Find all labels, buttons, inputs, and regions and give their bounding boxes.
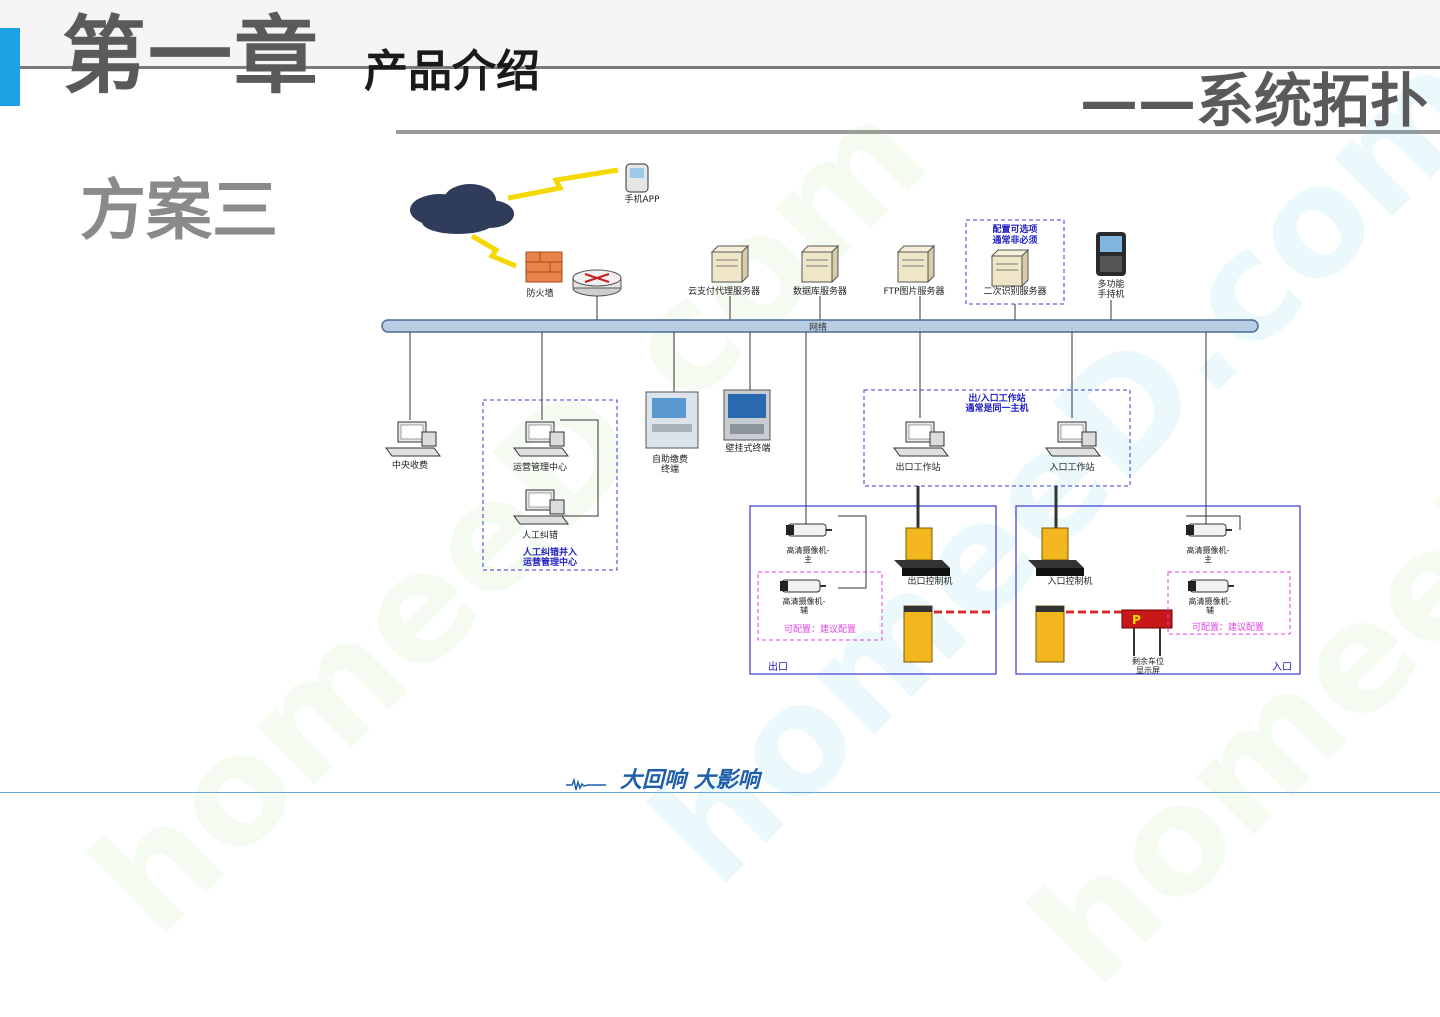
entry-station-label: 入口工作站 — [1049, 461, 1094, 473]
computer-icon — [513, 421, 569, 457]
exit-controller-label: 出口控制机 — [907, 575, 952, 587]
entry-camera-aux-label: 高清摄像机- — [1189, 596, 1232, 606]
firewall-label: 防火墙 — [526, 287, 553, 299]
firewall-icon — [525, 251, 563, 283]
ops-center-label: 运营管理中心 — [513, 461, 567, 473]
chapter-subtitle: 产品介绍 — [364, 46, 540, 97]
wall-terminal-label: 壁挂式终端 — [725, 442, 770, 454]
wall-terminal-icon — [723, 389, 771, 441]
kiosk-label: 自助缴费 — [652, 453, 688, 465]
header-accent-bar — [0, 28, 20, 106]
network-label: 网络 — [809, 321, 827, 333]
computer-icon — [385, 421, 441, 457]
controller-icon — [1028, 560, 1084, 576]
secondary-server-label: 二次识别服务器 — [983, 285, 1046, 297]
ticket-dispenser-icon — [905, 527, 933, 561]
footer-slogan: 大回响 大影响 — [620, 768, 760, 793]
station-group-title: 出/入口工作站 — [968, 392, 1025, 404]
camera-icon — [1187, 579, 1235, 593]
station-group-title: 通常是同一主机 — [965, 402, 1028, 414]
entry-camera-main-label: 高清摄像机- — [1187, 545, 1230, 555]
wireless-link — [470, 233, 517, 269]
entry-camera-aux-label: 辅 — [1206, 605, 1214, 615]
chapter-title: 第一章 — [62, 7, 321, 105]
section-rule — [396, 130, 1440, 134]
computer-icon — [1045, 421, 1101, 457]
handheld-label: 多功能 — [1097, 278, 1124, 290]
mobile-app-label: 手机APP — [624, 193, 660, 205]
footer-rule — [0, 792, 1440, 793]
entry-optional-label: 可配置：建议配置 — [1192, 621, 1264, 633]
exit-optional-box — [757, 571, 883, 641]
server-icon — [801, 245, 839, 283]
server-icon — [991, 249, 1029, 287]
optional-box-title: 配置可选项 — [992, 223, 1037, 235]
kiosk-icon — [645, 391, 699, 449]
scheme-title: 方案三 — [80, 172, 278, 249]
topology-diagram: 手机APP 防火墙 云支付代理服务器 数据库服务器 FTP图片服务器 配置可选项… — [381, 163, 1301, 675]
network-bus — [381, 319, 1259, 333]
header-rule — [20, 66, 1440, 69]
central-pc-label: 中央收费 — [392, 459, 428, 471]
exit-area-label: 出口 — [768, 660, 788, 673]
db-server-label: 数据库服务器 — [793, 285, 847, 297]
handheld-label: 手持机 — [1097, 288, 1124, 300]
exit-station-label: 出口工作站 — [895, 461, 940, 473]
wireless-link — [507, 167, 619, 201]
exit-camera-aux-label: 高清摄像机- — [783, 596, 826, 606]
ops-group-title: 人工纠错并入 — [522, 546, 577, 558]
ops-group-title: 运营管理中心 — [523, 556, 577, 568]
exit-lane-box — [749, 505, 997, 675]
camera-icon — [785, 523, 833, 537]
kiosk-label: 终端 — [661, 463, 679, 475]
router-icon — [572, 269, 622, 297]
server-icon — [711, 245, 749, 283]
ftp-server-label: FTP图片服务器 — [884, 285, 945, 297]
exit-camera-main-label: 主 — [804, 554, 812, 564]
entry-area-label: 入口 — [1272, 662, 1292, 673]
camera-icon — [779, 579, 827, 593]
section-title: ——系统拓扑 — [1079, 67, 1428, 135]
ops-group-box — [482, 399, 618, 571]
manual-correction-label: 人工纠错 — [522, 529, 558, 541]
entry-controller-label: 入口控制机 — [1047, 575, 1092, 587]
payment-server-label: 云支付代理服务器 — [688, 285, 760, 297]
entry-lane-box — [1015, 505, 1301, 675]
ticket-dispenser-icon — [1041, 527, 1069, 561]
station-group-box — [863, 389, 1131, 487]
server-icon — [897, 245, 935, 283]
optional-box-title: 通常非必须 — [992, 234, 1037, 246]
cloud-icon — [410, 184, 514, 234]
computer-icon — [513, 489, 569, 525]
barrier-gate-icon — [1035, 605, 1065, 663]
computer-icon — [893, 421, 949, 457]
sound-wave-icon — [566, 778, 606, 791]
barrier-gate-icon — [903, 605, 933, 663]
phone-icon — [625, 163, 649, 193]
parking-display-icon: P — [1121, 609, 1173, 656]
exit-camera-main-label: 高清摄像机- — [787, 545, 830, 555]
header-band — [0, 0, 1440, 66]
camera-icon — [1185, 523, 1233, 537]
exit-camera-aux-label: 辅 — [800, 605, 808, 615]
parking-display-label: 剩余车位 — [1132, 656, 1164, 666]
entry-camera-main-label: 主 — [1204, 554, 1212, 564]
controller-icon — [894, 560, 950, 576]
parking-display-label: 显示屏 — [1136, 666, 1160, 675]
entry-optional-box — [1167, 571, 1291, 635]
handheld-icon — [1096, 232, 1126, 276]
exit-optional-label: 可配置：建议配置 — [784, 623, 856, 635]
svg-text:P: P — [1132, 613, 1141, 627]
